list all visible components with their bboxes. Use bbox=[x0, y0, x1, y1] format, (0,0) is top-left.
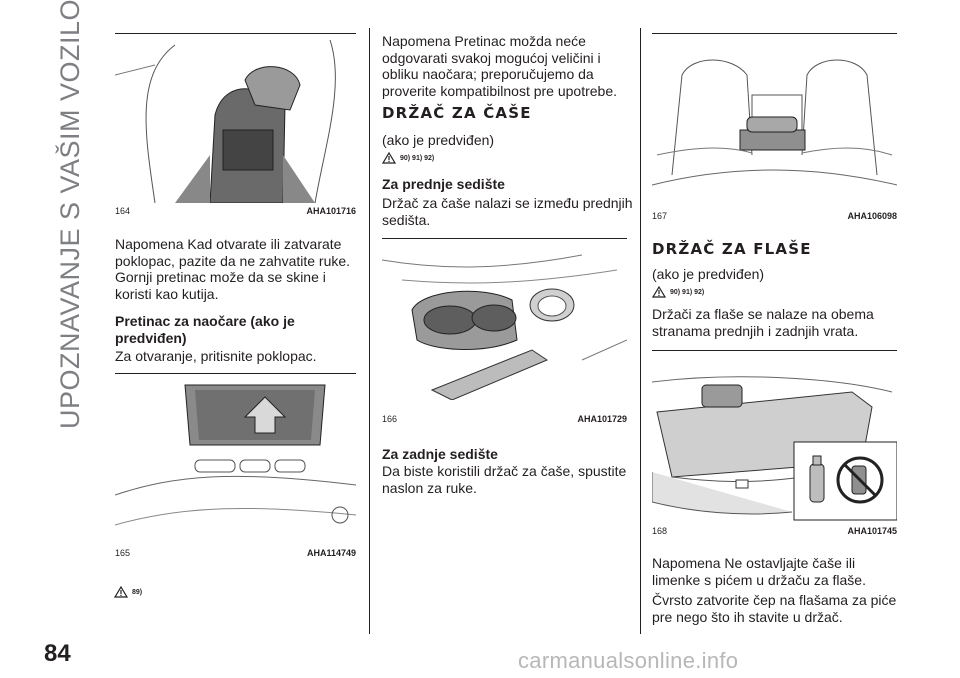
figure-166: 166 AHA101729 bbox=[382, 238, 627, 428]
figure-code: AHA101745 bbox=[847, 526, 897, 536]
page-number: 84 bbox=[44, 640, 71, 667]
warning-references: 90) 91) 92) bbox=[382, 152, 434, 164]
figure-165: 165 AHA114749 bbox=[115, 373, 356, 563]
warning-ref-text: 89) bbox=[132, 588, 143, 596]
figure-164-caption: 164 AHA101716 bbox=[115, 206, 356, 217]
figure-code: AHA101716 bbox=[306, 206, 356, 216]
figure-168-caption: 168 AHA101745 bbox=[652, 526, 897, 537]
warning-references: 90) 91) 92) bbox=[652, 286, 704, 298]
warning-triangle-icon bbox=[114, 586, 128, 598]
watermark: carmanualsonline.info bbox=[518, 648, 739, 673]
chapter-title-text: UPOZNAVANJE S VAŠIM VOZILOM bbox=[55, 0, 86, 429]
section-title: DRŽAČ ZA FLAŠE bbox=[652, 240, 812, 258]
paragraph: Napomena Pretinac možda neće odgovarati … bbox=[382, 33, 618, 99]
chapter-side-title: UPOZNAVANJE S VAŠIM VOZILOM bbox=[52, 0, 90, 429]
figure-code: AHA106098 bbox=[847, 211, 897, 221]
paragraph: Držač za čaše nalazi se između prednjih … bbox=[382, 195, 633, 228]
section-title: DRŽAČ ZA ČAŠE bbox=[382, 104, 532, 122]
figure-165-caption: 165 AHA114749 bbox=[115, 548, 356, 559]
availability-note: (ako je predviđen) bbox=[652, 266, 765, 282]
availability-note: (ako je predviđen) bbox=[382, 132, 495, 148]
figure-number: 165 bbox=[115, 548, 131, 558]
warning-triangle-icon bbox=[652, 286, 666, 298]
column-divider bbox=[369, 28, 370, 634]
figure-164-illustration bbox=[115, 39, 336, 203]
warning-ref-text: 90) 91) 92) bbox=[670, 288, 705, 296]
figure-number: 164 bbox=[115, 206, 131, 216]
figure-164: 164 AHA101716 bbox=[115, 33, 356, 216]
warning-triangle-icon bbox=[382, 152, 396, 164]
paragraph: Napomena Kad otvarate ili zatvarate pokl… bbox=[115, 236, 351, 302]
figure-number: 166 bbox=[382, 414, 398, 424]
column-divider bbox=[640, 28, 641, 634]
warning-ref-text: 90) 91) 92) bbox=[400, 154, 435, 162]
paragraph: Za otvaranje, pritisnite poklopac. bbox=[115, 348, 317, 364]
figure-167: 167 AHA106098 bbox=[652, 33, 897, 223]
section-heading: Pretinac za naočare (ako je predviđen) bbox=[115, 313, 295, 346]
figure-166-caption: 166 AHA101729 bbox=[382, 414, 627, 425]
paragraph: Čvrsto zatvorite čep na flašama za piće … bbox=[652, 592, 897, 625]
paragraph: Držači za flaše se nalaze na obema stran… bbox=[652, 306, 874, 339]
figure-code: AHA101729 bbox=[577, 414, 627, 424]
figure-168-illustration bbox=[652, 376, 897, 521]
figure-number: 168 bbox=[652, 526, 668, 536]
figure-165-illustration bbox=[115, 384, 356, 526]
figure-code: AHA114749 bbox=[306, 548, 356, 558]
figure-168: 168 AHA101745 bbox=[652, 350, 897, 540]
figure-number: 167 bbox=[652, 211, 668, 221]
paragraph: Napomena Ne ostavljajte čaše ili limenke… bbox=[652, 555, 866, 588]
warning-references: 89) bbox=[114, 586, 142, 598]
section-heading: Za zadnje sedište bbox=[382, 446, 498, 462]
figure-167-caption: 167 AHA106098 bbox=[652, 211, 897, 222]
section-heading: Za prednje sedište bbox=[382, 176, 505, 192]
paragraph: Da biste koristili držač za čaše, spusti… bbox=[382, 463, 627, 496]
figure-167-illustration bbox=[652, 59, 897, 186]
figure-166-illustration bbox=[382, 254, 627, 400]
